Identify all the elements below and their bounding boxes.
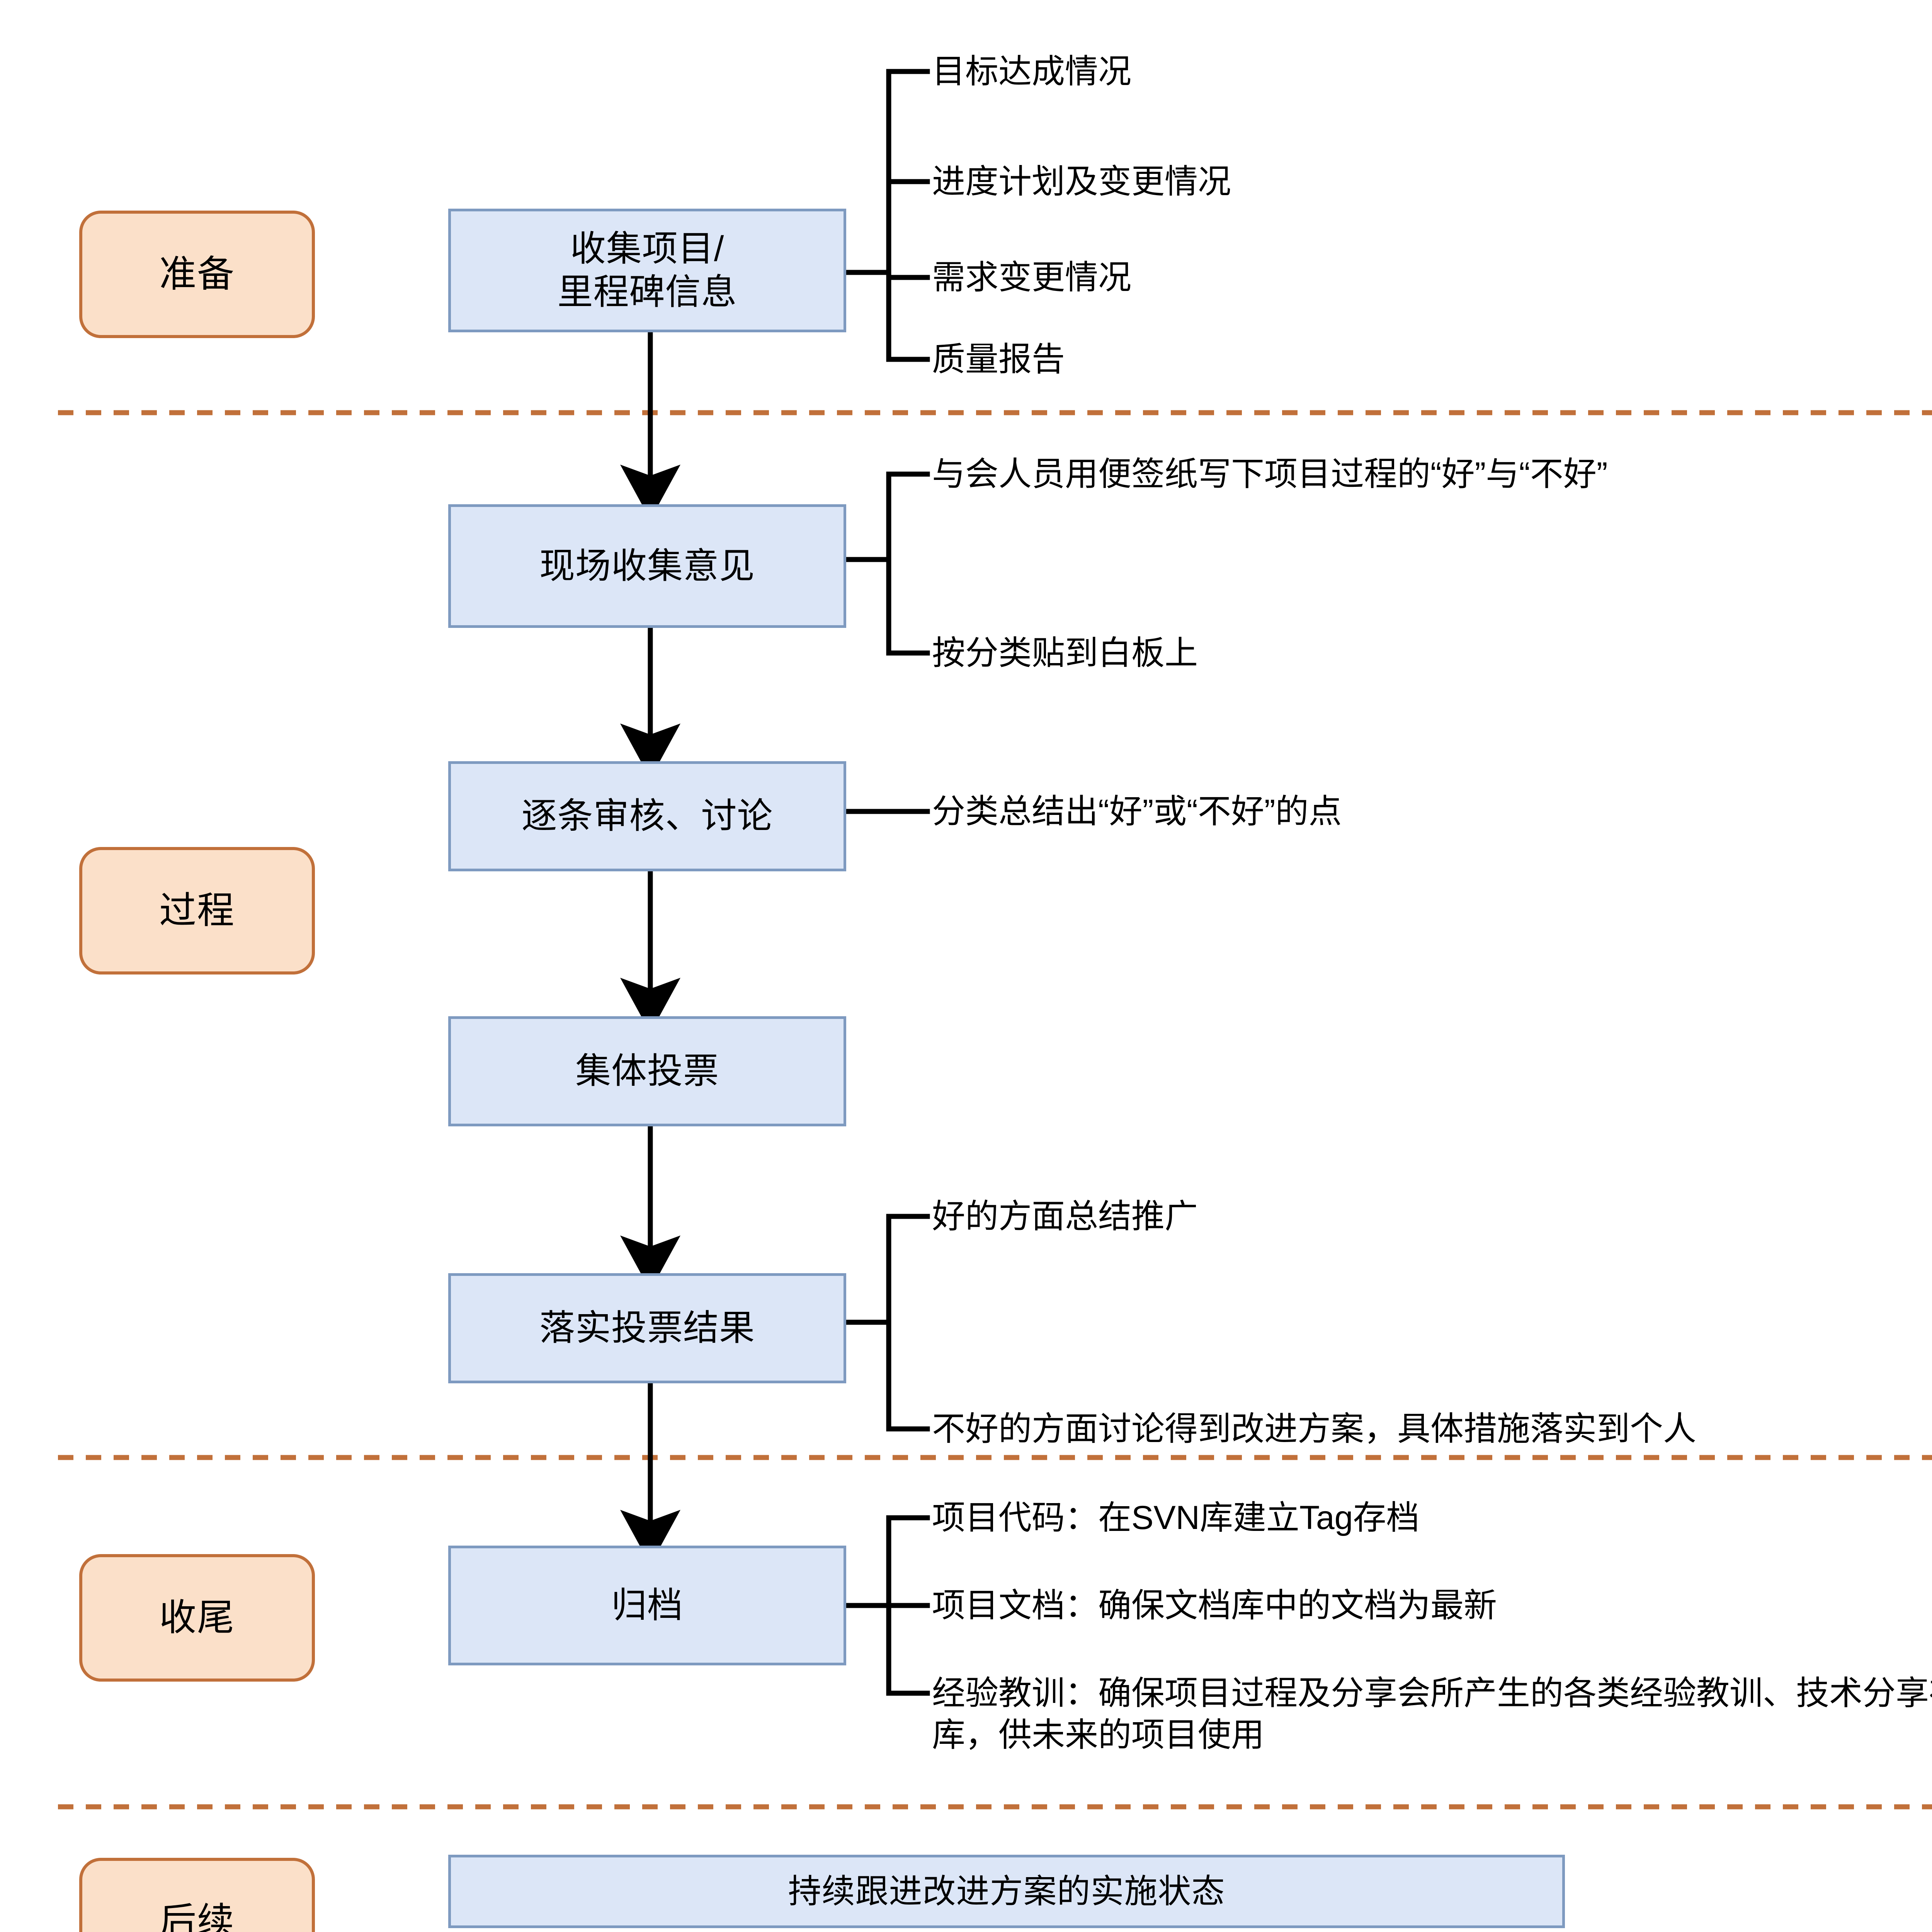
stage-label-closing: 收尾 [159, 1597, 235, 1639]
bracket-archive [842, 1515, 930, 1696]
stage-pill-process[interactable]: 过程 [79, 847, 315, 975]
stage-pill-followup[interactable]: 后续 [79, 1858, 315, 1932]
process-label-collect-opinions: 现场收集意见 [539, 546, 755, 586]
process-box-collect-opinions[interactable]: 现场收集意见 [448, 504, 846, 628]
bracket-collect-opinions [842, 471, 930, 656]
process-box-review-discuss[interactable]: 逐条审核、讨论 [448, 761, 846, 871]
bracket-collect-info [842, 69, 930, 362]
note-collect-info-4: 质量报告 [932, 341, 1065, 378]
followup-bar[interactable]: 持续跟进改进方案的实施状态 [448, 1855, 1565, 1928]
process-box-collect-info[interactable]: 收集项目/ 里程碑信息 [448, 209, 846, 332]
process-label-review-discuss: 逐条审核、讨论 [521, 796, 773, 836]
note-collect-info-2: 进度计划及变更情况 [932, 163, 1231, 200]
process-box-group-vote[interactable]: 集体投票 [448, 1016, 846, 1126]
note-archive-1: 项目代码：在SVN库建立Tag存档 [932, 1499, 1420, 1536]
note-archive-3: 经验教训：确保项目过程及分享会所产生的各类经验教训、技术分享存入文档库，供未来的… [932, 1675, 1932, 1754]
stage-label-process: 过程 [159, 890, 235, 932]
process-box-archive[interactable]: 归档 [448, 1546, 846, 1665]
bracket-implement-vote [842, 1214, 930, 1432]
note-collect-info-1: 目标达成情况 [932, 53, 1131, 90]
stage-pill-prepare[interactable]: 准备 [79, 211, 315, 338]
stage-label-followup: 后续 [159, 1901, 235, 1932]
stage-pill-closing[interactable]: 收尾 [79, 1554, 315, 1682]
process-label-archive: 归档 [611, 1585, 683, 1625]
note-implement-vote-1: 好的方面总结推广 [932, 1198, 1198, 1235]
note-collect-opinions-2: 按分类贴到白板上 [932, 634, 1198, 672]
process-label-group-vote: 集体投票 [575, 1051, 719, 1091]
note-review-discuss-1: 分类总结出“好”或“不好”的点 [932, 793, 1342, 830]
process-label-implement-vote: 落实投票结果 [539, 1308, 755, 1348]
process-label-collect-info: 收集项目/ 里程碑信息 [557, 229, 737, 312]
note-implement-vote-2: 不好的方面讨论得到改进方案，具体措施落实到个人 [932, 1410, 1696, 1447]
note-collect-info-3: 需求变更情况 [932, 259, 1131, 296]
process-box-implement-vote[interactable]: 落实投票结果 [448, 1273, 846, 1383]
note-collect-opinions-1: 与会人员用便签纸写下项目过程的“好”与“不好” [932, 456, 1608, 493]
stage-label-prepare: 准备 [159, 253, 235, 295]
followup-bar-label: 持续跟进改进方案的实施状态 [788, 1872, 1225, 1910]
note-archive-2: 项目文档：确保文档库中的文档为最新 [932, 1587, 1497, 1624]
